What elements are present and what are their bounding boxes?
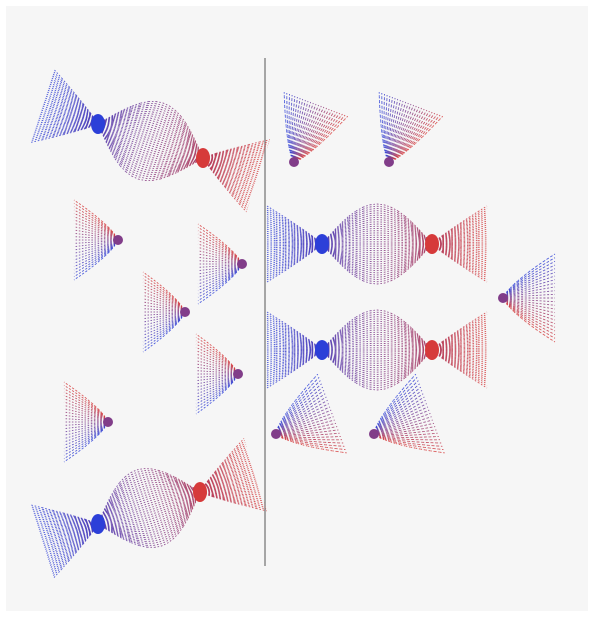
- cone-apex: [369, 429, 379, 439]
- cone-apex: [233, 369, 243, 379]
- blue-hub: [315, 234, 329, 254]
- cone-apex: [289, 157, 299, 167]
- double-field-line-right-lower: [267, 310, 487, 390]
- red-hub: [196, 148, 210, 168]
- cone-left-1: [74, 200, 123, 280]
- field-lines-scene: [6, 6, 588, 611]
- blue-hub: [91, 514, 105, 534]
- cone-left-3: [143, 272, 190, 352]
- blue-hub: [91, 114, 105, 134]
- cone-apex: [271, 429, 281, 439]
- cone-right-bottom-1: [271, 374, 347, 453]
- cone-left-2: [198, 224, 247, 304]
- cone-right-bottom-2: [369, 374, 445, 453]
- double-field-line-top-left: [31, 70, 270, 212]
- cone-apex: [237, 259, 247, 269]
- cone-left-4: [196, 334, 243, 414]
- cone-right-top-1: [284, 92, 348, 167]
- blue-hub: [315, 340, 329, 360]
- cone-apex: [103, 417, 113, 427]
- cone-right-edge: [498, 254, 555, 342]
- red-hub: [193, 482, 207, 502]
- cone-left-5: [64, 382, 113, 462]
- double-field-line-bottom-left: [31, 438, 266, 577]
- cone-apex: [180, 307, 190, 317]
- red-hub: [425, 340, 439, 360]
- red-hub: [425, 234, 439, 254]
- cone-apex: [498, 293, 508, 303]
- cone-apex: [113, 235, 123, 245]
- plot-area: [6, 6, 588, 611]
- cone-apex: [384, 157, 394, 167]
- double-field-line-right-upper: [267, 204, 487, 284]
- cone-right-top-2: [379, 92, 443, 167]
